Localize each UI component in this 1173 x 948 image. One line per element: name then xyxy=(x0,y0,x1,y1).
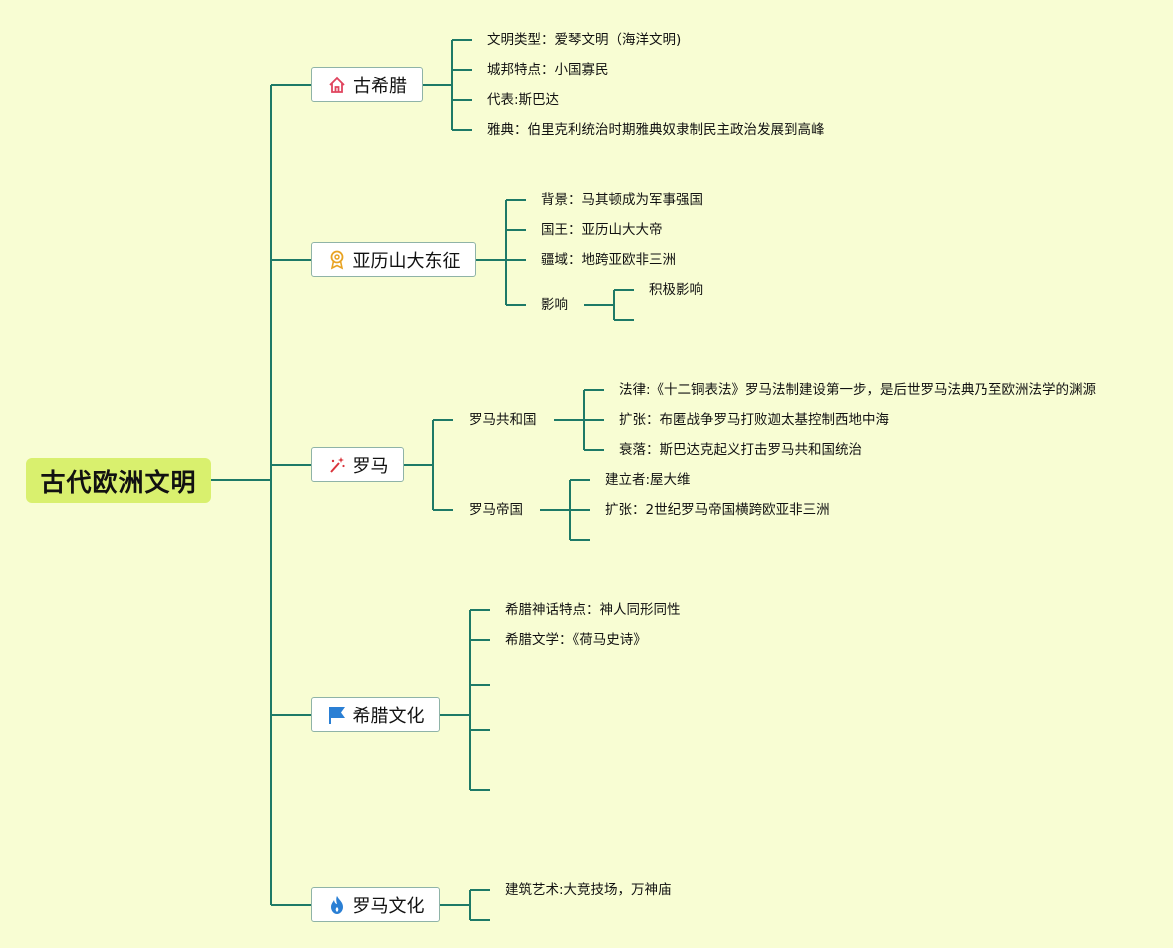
flame-icon xyxy=(327,895,347,915)
leaf-item[interactable]: 希腊文学：《荷马史诗》 xyxy=(505,632,647,648)
medal-icon xyxy=(327,250,347,270)
topic-label: 古希腊 xyxy=(353,75,407,97)
subtopic-roman-republic[interactable]: 罗马共和国 xyxy=(469,412,537,428)
leaf-item[interactable]: 背景：马其顿成为军事强国 xyxy=(541,192,703,208)
magic-wand-icon xyxy=(327,455,347,475)
topic-label: 希腊文化 xyxy=(352,705,425,727)
topic-label: 亚历山大东征 xyxy=(352,250,461,272)
flag-icon xyxy=(327,705,347,725)
leaf-item[interactable]: 衰落：斯巴达克起义打击罗马共和国统治 xyxy=(619,442,862,458)
leaf-item[interactable]: 雅典：伯里克利统治时期雅典奴隶制民主政治发展到高峰 xyxy=(487,122,825,138)
root-node[interactable]: 古代欧洲文明 xyxy=(26,458,211,503)
leaf-item[interactable]: 法律:《十二铜表法》罗马法制建设第一步，是后世罗马法典乃至欧洲法学的渊源 xyxy=(619,382,1097,398)
subtopic-roman-empire[interactable]: 罗马帝国 xyxy=(469,502,523,518)
topic-label: 罗马 xyxy=(352,455,389,477)
house-icon xyxy=(327,75,347,95)
topic-alexander-campaign[interactable]: 亚历山大东征 xyxy=(311,242,476,277)
leaf-item[interactable]: 希腊神话特点：神人同形同性 xyxy=(505,602,681,618)
topic-roman-culture[interactable]: 罗马文化 xyxy=(311,887,440,922)
leaf-item[interactable]: 文明类型：爱琴文明（海洋文明) xyxy=(487,32,682,48)
leaf-item[interactable]: 积极影响 xyxy=(649,282,703,298)
leaf-item[interactable]: 疆域：地跨亚欧非三洲 xyxy=(541,252,676,268)
leaf-item[interactable]: 扩张：2世纪罗马帝国横跨欧亚非三洲 xyxy=(605,502,830,518)
topic-rome[interactable]: 罗马 xyxy=(311,447,404,482)
root-label: 古代欧洲文明 xyxy=(40,467,197,497)
subtopic-influence[interactable]: 影响 xyxy=(541,297,568,313)
topic-label: 罗马文化 xyxy=(352,895,425,917)
leaf-item[interactable]: 建立者:屋大维 xyxy=(605,472,691,488)
leaf-item[interactable]: 国王：亚历山大大帝 xyxy=(541,222,663,238)
leaf-item[interactable]: 代表:斯巴达 xyxy=(487,92,560,108)
leaf-item[interactable]: 扩张：布匿战争罗马打败迦太基控制西地中海 xyxy=(619,412,889,428)
topic-ancient-greece[interactable]: 古希腊 xyxy=(311,67,423,102)
leaf-item[interactable]: 城邦特点：小国寡民 xyxy=(487,62,609,78)
leaf-item[interactable]: 建筑艺术:大竞技场，万神庙 xyxy=(505,882,672,898)
topic-greek-culture[interactable]: 希腊文化 xyxy=(311,697,440,732)
